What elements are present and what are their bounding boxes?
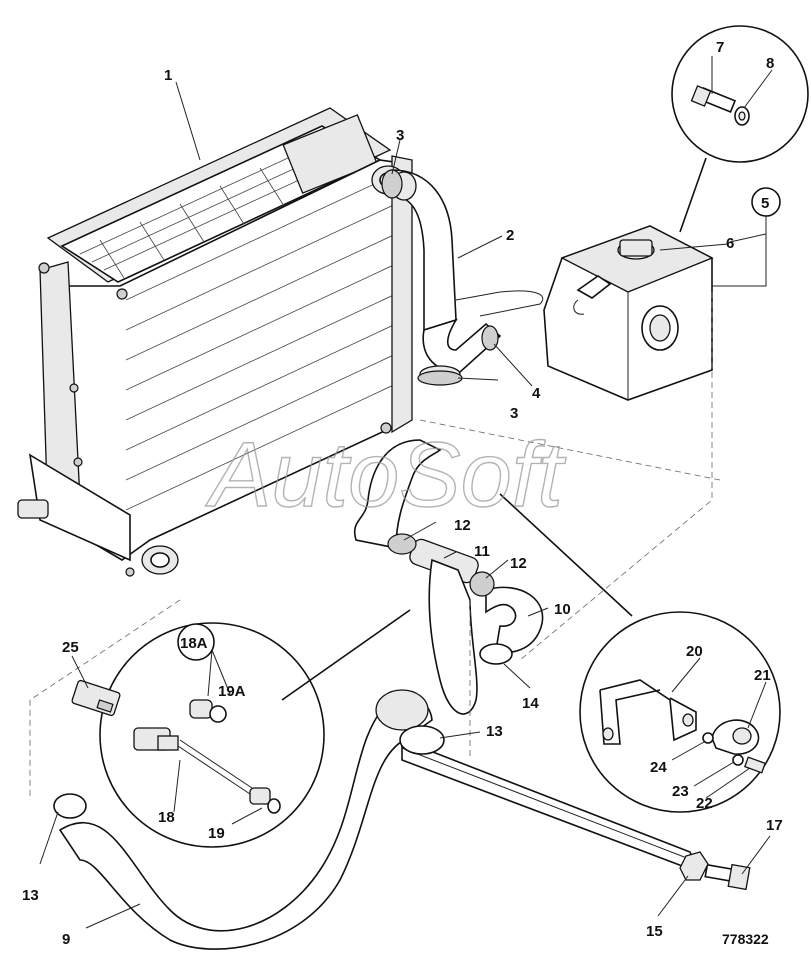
callout-24: 24 xyxy=(650,759,667,776)
callout-7: 7 xyxy=(716,39,724,56)
callout-19a: 19A xyxy=(218,683,246,700)
callout-1: 1 xyxy=(164,67,172,84)
callout-19: 19 xyxy=(208,825,225,842)
callout-5-circle xyxy=(751,187,781,217)
watermark: AutoSoft xyxy=(205,424,566,526)
callout-10: 10 xyxy=(554,601,571,618)
callout-22: 22 xyxy=(696,795,713,812)
leader-lines xyxy=(39,56,773,929)
callout-14: 14 xyxy=(522,695,539,712)
callout-12-right: 12 xyxy=(510,555,527,572)
radiator xyxy=(17,107,413,577)
detail-circle-bracket xyxy=(499,493,781,813)
callout-4: 4 xyxy=(532,385,541,402)
callout-13-right: 13 xyxy=(486,723,503,740)
callout-18a-circle xyxy=(177,623,215,661)
callout-2: 2 xyxy=(506,227,514,244)
callout-3-bottom: 3 xyxy=(510,405,518,422)
callout-25: 25 xyxy=(62,639,79,656)
callout-21: 21 xyxy=(754,667,771,684)
callout-11: 11 xyxy=(474,543,490,560)
callout-13-left: 13 xyxy=(22,887,39,904)
detail-circle-bolt-washer xyxy=(671,25,809,233)
callout-18a: 18A xyxy=(180,635,208,652)
callout-labels: 1 2 3 3 4 5 6 7 8 9 10 11 12 12 13 13 14… xyxy=(22,39,783,948)
callout-8: 8 xyxy=(766,55,774,72)
callout-18: 18 xyxy=(158,809,175,826)
callout-12-top: 12 xyxy=(454,517,471,534)
callout-6: 6 xyxy=(726,235,734,252)
expansion-tank xyxy=(543,225,714,401)
callout-3-top: 3 xyxy=(396,127,404,144)
callout-17: 17 xyxy=(766,817,783,834)
callout-9: 9 xyxy=(62,931,70,948)
callout-23: 23 xyxy=(672,783,689,800)
callout-5: 5 xyxy=(761,195,769,212)
hose-clips xyxy=(53,169,513,819)
top-hose xyxy=(391,169,544,383)
connector xyxy=(71,679,121,717)
detail-circle-sensor xyxy=(99,609,411,848)
callout-15: 15 xyxy=(646,923,663,940)
drawing-number: 778322 xyxy=(722,931,769,947)
callout-20: 20 xyxy=(686,643,703,660)
bottom-hoses xyxy=(29,439,700,950)
bolt-and-nut xyxy=(679,851,751,891)
